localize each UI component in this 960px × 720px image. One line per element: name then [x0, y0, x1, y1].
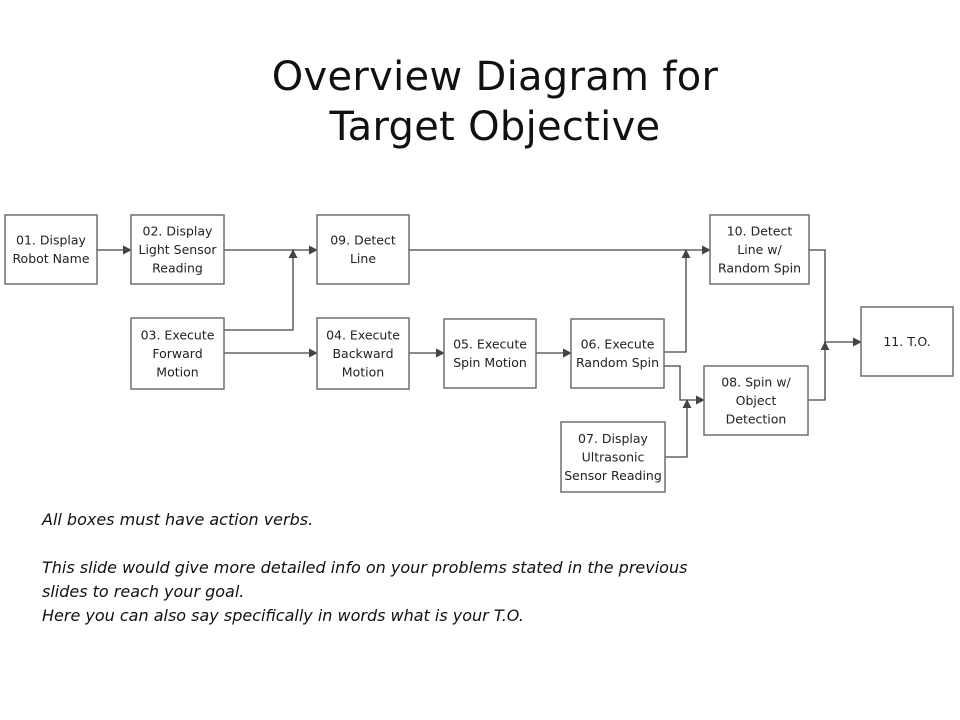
notes-line-3: slides to reach your goal. — [42, 582, 245, 601]
node-box — [560, 421, 666, 493]
node-label-line: 07. Display — [578, 431, 649, 446]
edge-n06-to-n10 — [664, 249, 691, 353]
notes-line-4: Here you can also say specifically in wo… — [42, 606, 524, 625]
node-label-line: Motion — [342, 364, 384, 379]
node-box — [130, 317, 225, 390]
slide-title-line-1: Overview Diagram for — [271, 54, 719, 100]
edges-layer — [97, 245, 862, 458]
node-label-line: 02. Display — [143, 223, 214, 238]
node-label-line: 10. Detect — [727, 223, 793, 238]
node-label-line: Ultrasonic — [582, 449, 645, 464]
node-label-line: Spin Motion — [453, 355, 527, 370]
node-box — [443, 318, 537, 389]
edge-n03-to-n09 — [224, 249, 298, 331]
node-n11: 11. T.O. — [860, 306, 954, 377]
node-box — [709, 214, 810, 285]
edge-n08-to-n11 — [808, 341, 830, 401]
node-label-line: Random Spin — [576, 355, 659, 370]
node-label-line: Object — [736, 393, 777, 408]
node-label-line: Forward — [152, 346, 202, 361]
node-label-line: 09. Detect — [330, 233, 396, 248]
node-box — [860, 306, 954, 377]
notes-line-1: All boxes must have action verbs. — [42, 510, 314, 529]
node-box — [316, 214, 410, 285]
node-label-line: Backward — [332, 346, 393, 361]
node-box — [703, 365, 809, 436]
node-label-line: Random Spin — [718, 260, 801, 275]
node-label-line: Robot Name — [12, 251, 89, 266]
node-label-line: 06. Execute — [581, 337, 655, 352]
speaker-notes: All boxes must have action verbs. This s… — [42, 508, 842, 628]
node-label-line: Reading — [152, 260, 203, 275]
node-box — [4, 214, 98, 285]
node-label-line: Motion — [156, 364, 198, 379]
node-label-line: 01. Display — [16, 233, 87, 248]
node-label-line: 04. Execute — [326, 327, 400, 342]
edge-n07-to-n08 — [665, 399, 692, 458]
notes-line-2: This slide would give more detailed info… — [42, 558, 688, 577]
node-label-line: Line — [350, 251, 376, 266]
slide-title-line-2: Target Objective — [329, 104, 661, 150]
node-label-line: 03. Execute — [141, 327, 215, 342]
edge-n06-to-n08 — [664, 365, 705, 405]
node-label-line: 08. Spin w/ — [721, 374, 791, 389]
node-label-line: Sensor Reading — [564, 468, 662, 483]
node-label-line: 05. Execute — [453, 337, 527, 352]
node-box — [316, 317, 410, 390]
edge-n10-to-n11 — [809, 249, 862, 347]
slide-title: Overview Diagram for Target Objective — [200, 52, 790, 152]
node-box — [570, 318, 665, 389]
node-label-line: Line w/ — [737, 242, 782, 257]
node-label-line: Light Sensor — [138, 242, 217, 257]
node-label-line: 11. T.O. — [883, 334, 930, 349]
node-box — [130, 214, 225, 285]
node-label-line: Detection — [726, 411, 787, 426]
